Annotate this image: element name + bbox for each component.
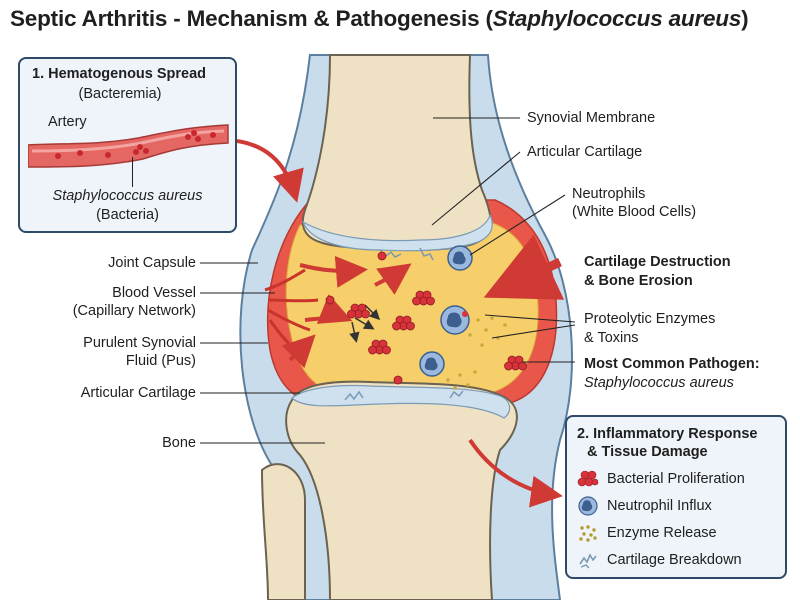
destruction-arrow: [483, 234, 565, 300]
inflammatory-response-box: 2. Inflammatory Response & Tissue Damage…: [565, 415, 787, 579]
label-articular-cartilage-right: Articular Cartilage: [527, 144, 643, 160]
label-neutrophils: Neutrophils: [572, 186, 646, 202]
lower-bone: [285, 380, 518, 600]
bacteria-name: Staphylococcus aureus: [52, 188, 203, 204]
label-purulent-fluid: Purulent Synovial: [83, 335, 196, 351]
hematogenous-subtitle: (Bacteremia): [78, 86, 162, 102]
cartilage-fragment-icon: [579, 553, 597, 569]
neutrophil-icon: [578, 496, 598, 516]
page-title: Septic Arthritis - Mechanism & Pathogene…: [10, 6, 749, 31]
artery-label: Artery: [48, 114, 87, 130]
label-articular-cartilage-left: Articular Cartilage: [80, 385, 196, 401]
label-pathogen-name: Staphylococcus aureus: [584, 375, 734, 391]
label-pus: Fluid (Pus): [125, 353, 196, 369]
bacteria-subtitle: (Bacteria): [96, 207, 159, 223]
spread-arrows: [281, 255, 412, 369]
hematogenous-title: 1. Hematogenous Spread: [32, 66, 207, 82]
inflammatory-subtitle: & Tissue Damage: [587, 444, 708, 460]
neutrophils: [419, 245, 473, 377]
upper-cartilage: [301, 213, 493, 252]
hematogenous-spread-box: 1. Hematogenous Spread (Bacteremia) Arte…: [18, 57, 237, 233]
label-most-common-pathogen: Most Common Pathogen:: [584, 356, 760, 372]
label-white-blood-cells: (White Blood Cells): [572, 204, 697, 220]
label-toxins: & Toxins: [584, 330, 639, 346]
upper-bone: [302, 54, 492, 251]
label-cartilage-destruction: Cartilage Destruction: [584, 254, 731, 270]
leader-lines: [200, 117, 576, 444]
label-bone: Bone: [162, 435, 196, 451]
label-bone-erosion: & Bone Erosion: [584, 273, 693, 289]
artery-illustration: [28, 124, 229, 168]
bacteria-cluster-icon: [577, 470, 599, 487]
fibula: [260, 463, 306, 600]
label-synovial-membrane: Synovial Membrane: [527, 110, 656, 126]
bacteria-clusters: [325, 251, 527, 385]
label-joint-capsule: Joint Capsule: [108, 255, 196, 271]
label-capillary-network: (Capillary Network): [72, 303, 196, 319]
enzyme-dots-icon: [579, 525, 597, 542]
inflammatory-arrow: [468, 438, 563, 508]
label-proteolytic-enzymes: Proteolytic Enzymes: [584, 311, 716, 327]
label-blood-vessel: Blood Vessel: [112, 285, 196, 301]
inflammatory-title: 2. Inflammatory Response: [577, 426, 758, 442]
